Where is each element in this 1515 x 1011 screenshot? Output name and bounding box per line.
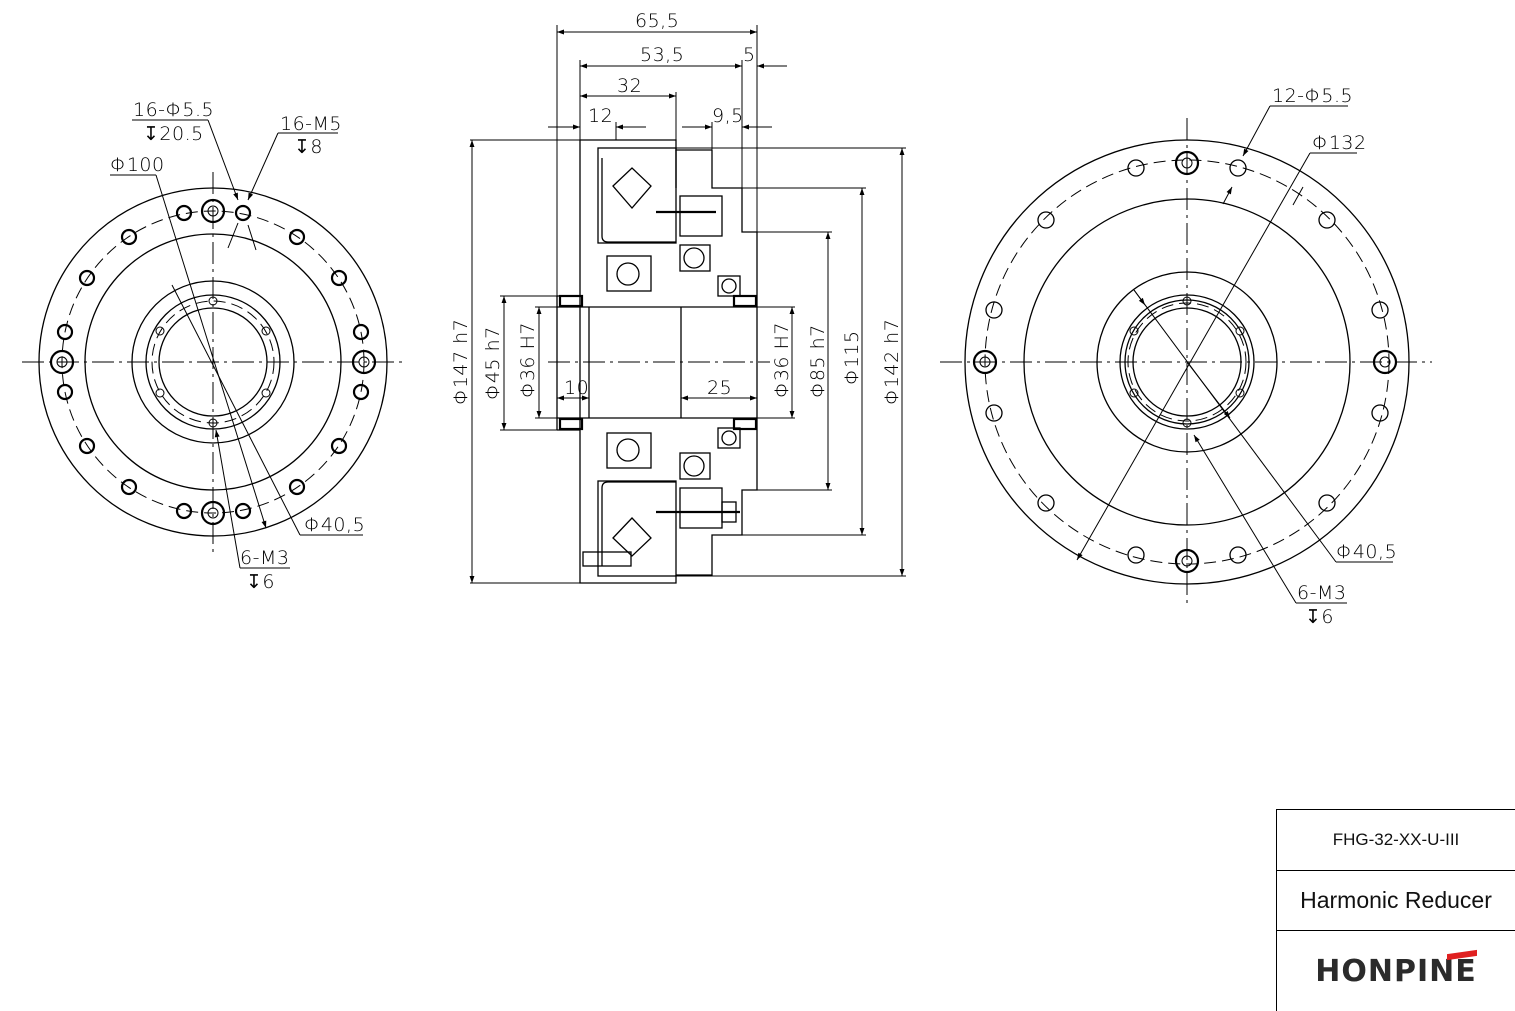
right-bolt-holes: [972, 150, 1398, 574]
dim-hub-diameter: Φ45 h7: [482, 326, 504, 400]
left-front-view: 16-Φ5.5 ↧20.5 16-M5 ↧8 Φ100 Φ40,5 6-M3 ↧…: [22, 99, 405, 593]
dim-body-length: 53,5: [640, 44, 684, 66]
dim-outer-diameter-right: Φ142 h7: [881, 319, 903, 405]
right-inner-tapped-label: 6-M3: [1297, 582, 1346, 604]
left-bolt-circle-label: Φ100: [110, 154, 165, 176]
left-through-holes-label: 16-Φ5.5: [133, 99, 214, 121]
right-inner-tapped-depth-label: ↧6: [1305, 606, 1334, 628]
dim-bore-left: Φ36 H7: [517, 322, 539, 398]
model-number: FHG-32-XX-U-III: [1332, 830, 1460, 849]
dim-left-step: 12: [588, 105, 613, 127]
title-block-model-cell: FHG-32-XX-U-III: [1277, 810, 1515, 871]
section-view: 65,5 53,5 5 32 12 9,5 10 25 Φ147 h7 Φ45 …: [450, 10, 906, 584]
product-name: Harmonic Reducer: [1300, 887, 1492, 913]
title-block-name-cell: Harmonic Reducer: [1277, 871, 1515, 931]
dim-bore-left-depth: 10: [564, 377, 589, 399]
left-inner-diameter-label: Φ40,5: [304, 514, 365, 536]
dim-flange-offset: 5: [743, 44, 756, 66]
right-rear-view: 12-Φ5.5 Φ132 Φ40,5 6-M3 ↧6: [940, 85, 1432, 628]
left-inner-tapped-label: 6-M3: [240, 547, 289, 569]
dim-overall-length: 65,5: [635, 10, 679, 32]
right-inner-diameter-label: Φ40,5: [1336, 541, 1397, 563]
dim-bore-right: Φ36 H7: [771, 322, 793, 398]
left-inner-tapped-depth-label: ↧6: [246, 571, 275, 593]
dim-partial-length: 32: [617, 75, 642, 97]
dim-right-step: 9,5: [712, 105, 744, 127]
dim-bore-right-depth: 25: [707, 377, 732, 399]
left-tapped-depth-label: ↧8: [294, 136, 323, 158]
right-mount-holes-label: 12-Φ5.5: [1272, 85, 1353, 107]
dim-spigot-diameter: Φ85 h7: [807, 324, 829, 398]
title-block: FHG-32-XX-U-III Harmonic Reducer HONPINE: [1276, 809, 1515, 1011]
dim-pitch-diameter: Φ115: [841, 330, 863, 385]
left-bolt-holes: [49, 198, 377, 526]
right-bolt-circle-label: Φ132: [1312, 132, 1367, 154]
left-tapped-holes-label: 16-M5: [280, 113, 342, 135]
brand-logo: HONPINE: [1315, 949, 1477, 989]
title-block-logo-cell: HONPINE: [1277, 931, 1515, 1011]
left-through-depth-label: ↧20.5: [143, 123, 204, 145]
dim-outer-diameter-left: Φ147 h7: [450, 319, 472, 405]
